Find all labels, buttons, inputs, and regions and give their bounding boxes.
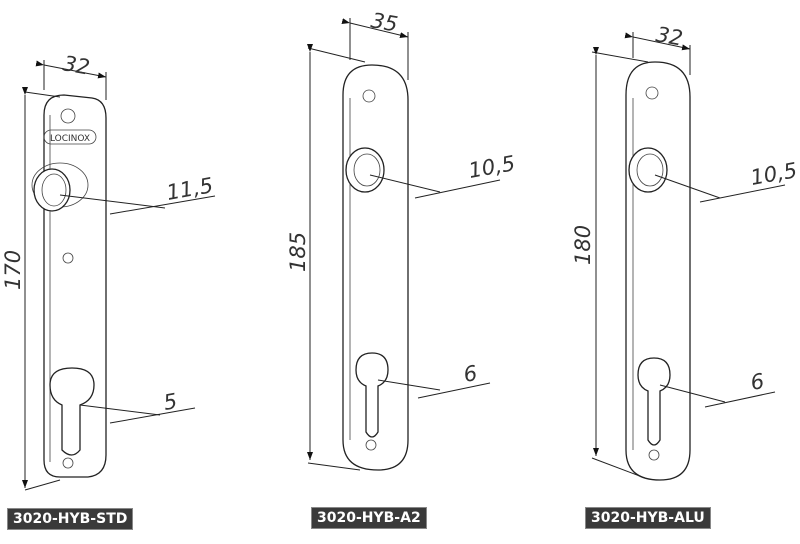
rosette-dim-a2: 10,5 <box>467 151 517 183</box>
plate-a2 <box>307 18 501 471</box>
cylinder-dim-std: 5 <box>162 389 179 415</box>
height-dim-std: 170 <box>1 250 25 290</box>
brand-logo: LOCINOX <box>50 134 90 144</box>
rosette-icon <box>628 147 668 193</box>
cylinder-dim-alu: 6 <box>749 369 766 395</box>
cylinder-hole-icon <box>355 352 389 438</box>
plate-alu <box>591 32 786 481</box>
product-code-a2: 3020-HYB-A2 <box>311 507 427 529</box>
logo-badge <box>43 129 97 145</box>
cylinder-dim-a2: 6 <box>462 361 479 387</box>
width-dim-std: 32 <box>61 51 91 79</box>
rosette-icon <box>345 147 385 193</box>
product-code-std: 3020-HYB-STD <box>7 508 134 530</box>
height-dim-a2: 185 <box>286 232 310 272</box>
product-code-alu: 3020-HYB-ALU <box>585 507 711 529</box>
rosette-dim-alu: 10,5 <box>749 158 799 190</box>
rosette-icon <box>33 168 71 212</box>
width-dim-a2: 35 <box>369 8 399 36</box>
rosette-dim-std: 11,5 <box>165 173 215 205</box>
screw-hole-icon <box>60 108 76 124</box>
width-dim-alu: 32 <box>654 22 684 50</box>
cylinder-hole-icon <box>49 367 95 456</box>
height-dim-alu: 180 <box>571 225 595 265</box>
plate-std: LOCINOX <box>22 60 216 491</box>
